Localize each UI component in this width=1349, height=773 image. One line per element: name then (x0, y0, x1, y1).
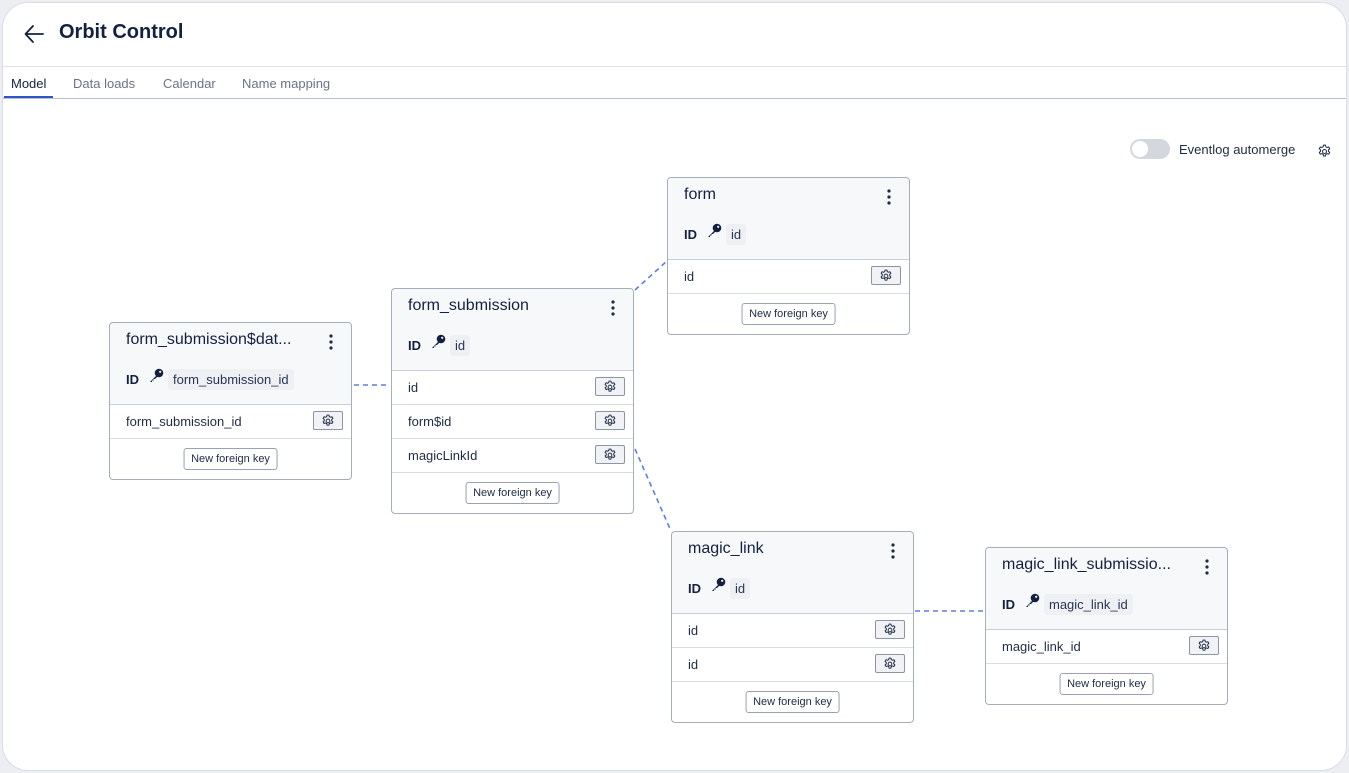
field-row: form_submission_id (110, 405, 351, 439)
table-name: form_submission (408, 297, 529, 314)
field-row: id (392, 371, 633, 405)
table-header: form_submission ID id (392, 289, 633, 371)
field-name: form$id (408, 414, 452, 429)
key-icon (708, 223, 722, 237)
id-label: ID (408, 337, 421, 353)
foreign-key-row: New foreign key (672, 682, 913, 722)
id-label: ID (126, 371, 139, 387)
gear-icon (604, 414, 616, 426)
key-icon (432, 334, 446, 348)
tab-calendar[interactable]: Calendar (163, 76, 216, 91)
gear-icon (322, 414, 334, 426)
table-card-magic-link[interactable]: magic_link ID id id i (671, 531, 914, 723)
table-name: magic_link (688, 540, 764, 557)
field-name: id (408, 380, 419, 395)
field-settings-button[interactable] (595, 411, 625, 430)
key-icon (150, 368, 164, 382)
table-card-form-submission[interactable]: form_submission ID id id (391, 288, 634, 514)
primary-key-row: ID magic_link_id (1002, 592, 1133, 616)
id-key-chip: form_submission_id (168, 368, 294, 390)
field-settings-button[interactable] (595, 445, 625, 464)
more-vertical-icon[interactable] (1197, 556, 1217, 578)
field-row: magic_link_id (986, 630, 1227, 664)
page-title: Orbit Control (59, 21, 184, 43)
field-row: id (668, 260, 909, 294)
gear-icon (880, 269, 892, 281)
table-card-magic-link-submission[interactable]: magic_link_submissio... ID magic_link_id… (985, 547, 1228, 705)
tab-name-mapping[interactable]: Name mapping (242, 76, 331, 91)
more-vertical-icon[interactable] (321, 331, 341, 353)
relation-line (634, 260, 668, 291)
table-header: form_submission$dat... ID form_submissio… (110, 323, 351, 405)
relation-line (634, 448, 672, 532)
field-name: id (688, 657, 699, 672)
field-row: form$id (392, 405, 633, 439)
primary-key-row: ID form_submission_id (126, 367, 294, 391)
foreign-key-row: New foreign key (986, 664, 1227, 704)
foreign-key-row: New foreign key (110, 439, 351, 479)
id-label: ID (684, 226, 697, 242)
field-name: magic_link_id (1002, 639, 1081, 654)
arrow-left-icon[interactable] (23, 23, 45, 45)
tab-bar: Model Data loads Calendar Name mapping (3, 67, 1346, 99)
primary-key-row: ID id (684, 222, 747, 246)
new-foreign-key-button[interactable]: New foreign key (1059, 673, 1154, 695)
id-key-chip: magic_link_id (1044, 593, 1133, 615)
field-settings-button[interactable] (595, 377, 625, 396)
field-name: id (688, 623, 699, 638)
table-card-form[interactable]: form ID id id New for (667, 177, 910, 335)
primary-key-row: ID id (688, 576, 751, 600)
field-settings-button[interactable] (871, 266, 901, 285)
more-vertical-icon[interactable] (883, 540, 903, 562)
field-name: form_submission_id (126, 414, 242, 429)
more-vertical-icon[interactable] (879, 186, 899, 208)
gear-icon (1198, 639, 1210, 651)
key-icon (1026, 593, 1040, 607)
id-key-chip: id (726, 223, 747, 245)
field-row: magicLinkId (392, 439, 633, 473)
table-name: form (684, 186, 716, 203)
gear-icon (884, 623, 896, 635)
table-header: magic_link ID id (672, 532, 913, 614)
gear-icon (604, 380, 616, 392)
new-foreign-key-button[interactable]: New foreign key (465, 482, 560, 504)
table-card-form-submission-data[interactable]: form_submission$dat... ID form_submissio… (109, 322, 352, 480)
field-settings-button[interactable] (1189, 636, 1219, 655)
id-label: ID (1002, 596, 1015, 612)
header: Orbit Control (3, 3, 1346, 67)
field-row: id (672, 614, 913, 648)
table-name: form_submission$dat... (126, 331, 292, 348)
eventlog-automerge-label: Eventlog automerge (1179, 142, 1296, 157)
gear-icon (604, 448, 616, 460)
tab-data-loads[interactable]: Data loads (73, 76, 136, 91)
field-name: id (684, 269, 695, 284)
field-settings-button[interactable] (875, 620, 905, 639)
new-foreign-key-button[interactable]: New foreign key (745, 691, 840, 713)
table-name: magic_link_submissio... (1002, 556, 1171, 573)
new-foreign-key-button[interactable]: New foreign key (741, 303, 836, 325)
field-name: magicLinkId (408, 448, 478, 463)
key-icon (712, 577, 726, 591)
primary-key-row: ID id (408, 333, 471, 357)
toggle-knob (1132, 141, 1148, 157)
id-key-chip: id (730, 577, 751, 599)
table-header: magic_link_submissio... ID magic_link_id (986, 548, 1227, 630)
gear-icon[interactable] (1317, 144, 1332, 159)
more-vertical-icon[interactable] (603, 297, 623, 319)
id-label: ID (688, 580, 701, 596)
tab-model[interactable]: Model (4, 67, 54, 98)
gear-icon (884, 657, 896, 669)
field-settings-button[interactable] (313, 411, 343, 430)
foreign-key-row: New foreign key (392, 473, 633, 513)
field-row: id (672, 648, 913, 682)
foreign-key-row: New foreign key (668, 294, 909, 334)
id-key-chip: id (450, 334, 471, 356)
field-settings-button[interactable] (875, 654, 905, 673)
eventlog-automerge-toggle[interactable] (1130, 139, 1170, 159)
table-header: form ID id (668, 178, 909, 260)
new-foreign-key-button[interactable]: New foreign key (183, 448, 278, 470)
